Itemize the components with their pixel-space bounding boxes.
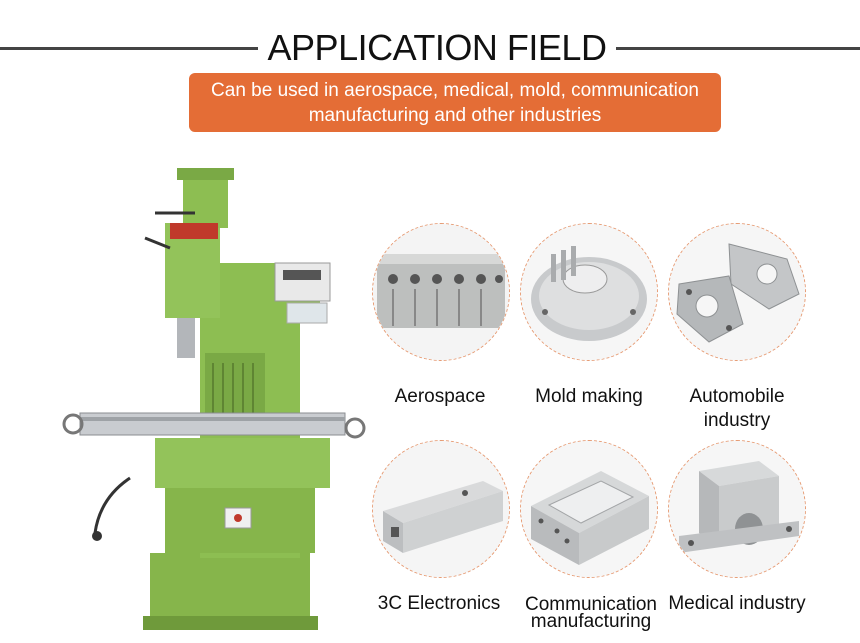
automobile-industry-image bbox=[668, 223, 806, 361]
label-mold-making: Mold making bbox=[535, 386, 643, 407]
label-communication-manufacturing: Communication manufacturing bbox=[516, 594, 666, 632]
medical-industry-image bbox=[668, 440, 806, 578]
aerospace-image bbox=[372, 223, 510, 361]
label-communication-line-1: Communication bbox=[525, 594, 657, 615]
label-medical-industry: Medical industry bbox=[668, 593, 806, 614]
communication-manufacturing-image bbox=[520, 440, 658, 578]
description-banner: Can be used in aerospace, medical, mold,… bbox=[189, 73, 721, 132]
page-title: APPLICATION FIELD bbox=[267, 27, 607, 68]
label-3c-electronics: 3C Electronics bbox=[377, 593, 501, 614]
label-communication-line-2: manufacturing bbox=[530, 611, 652, 632]
header-divider-left bbox=[0, 47, 258, 50]
milling-machine-image bbox=[62, 168, 366, 630]
3c-electronics-image bbox=[372, 440, 510, 578]
label-automobile-industry: Automobile industry bbox=[662, 385, 812, 433]
label-automobile-line-1: Automobile bbox=[689, 386, 785, 407]
banner-text-line-1: Can be used in aerospace, medical, mold,… bbox=[211, 79, 699, 101]
label-automobile-line-2: industry bbox=[703, 410, 771, 431]
header-divider-right bbox=[616, 47, 860, 50]
banner-text-line-2: manufacturing and other industries bbox=[308, 104, 602, 126]
mold-making-image bbox=[520, 223, 658, 361]
label-aerospace: Aerospace bbox=[394, 386, 486, 407]
